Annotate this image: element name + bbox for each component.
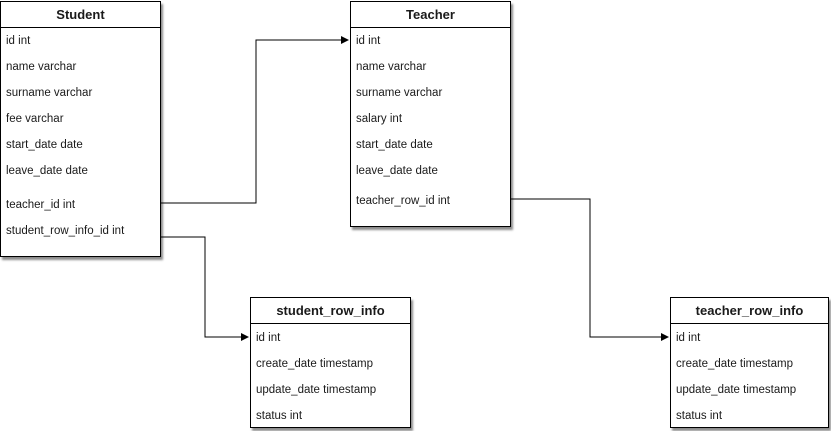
student-field-id: id int	[6, 35, 31, 47]
student-field-leave-date: leave_date date	[6, 165, 88, 177]
student-row-info-field-status: status int	[256, 410, 303, 422]
teacher-row-info-field-status: status int	[676, 410, 723, 422]
student-table-title: Student	[1, 2, 160, 28]
teacher-field-leave-date: leave_date date	[356, 165, 438, 177]
student-field-start-date: start_date date	[6, 139, 83, 151]
student-to-student-row-info-link	[161, 236, 249, 341]
teacher-row-info-field-update-date: update_date timestamp	[676, 384, 797, 396]
teacher-row-info-table[interactable]: teacher_row_info id int create_date time…	[670, 297, 829, 428]
student-field-name: name varchar	[6, 61, 77, 73]
teacher-field-id: id int	[356, 35, 381, 47]
teacher-field-name: name varchar	[356, 61, 427, 73]
teacher-field-salary: salary int	[356, 113, 403, 125]
student-to-teacher-link	[161, 36, 349, 204]
teacher-to-teacher-row-info-link	[511, 198, 669, 341]
student-field-teacher-id: teacher_id int	[6, 199, 76, 211]
student-row-info-field-create-date: create_date timestamp	[256, 358, 373, 370]
student-row-info-field-update-date: update_date timestamp	[256, 384, 377, 396]
student-field-surname: surname varchar	[6, 87, 93, 99]
student-table[interactable]: Student id int name varchar surname varc…	[0, 1, 161, 257]
teacher-table[interactable]: Teacher id int name varchar surname varc…	[350, 1, 511, 227]
student-field-fee: fee varchar	[6, 113, 64, 125]
student-field-student-row-info-id: student_row_info_id int	[6, 225, 125, 237]
student-row-info-table[interactable]: student_row_info id int create_date time…	[250, 297, 411, 428]
teacher-field-surname: surname varchar	[356, 87, 443, 99]
student-row-info-field-id: id int	[256, 332, 281, 344]
student-row-info-table-title: student_row_info	[251, 298, 410, 324]
teacher-row-info-field-id: id int	[676, 332, 701, 344]
teacher-field-teacher-row-id: teacher_row_id int	[356, 195, 450, 207]
teacher-field-start-date: start_date date	[356, 139, 433, 151]
teacher-table-title: Teacher	[351, 2, 510, 28]
teacher-row-info-field-create-date: create_date timestamp	[676, 358, 793, 370]
teacher-row-info-table-title: teacher_row_info	[671, 298, 828, 324]
